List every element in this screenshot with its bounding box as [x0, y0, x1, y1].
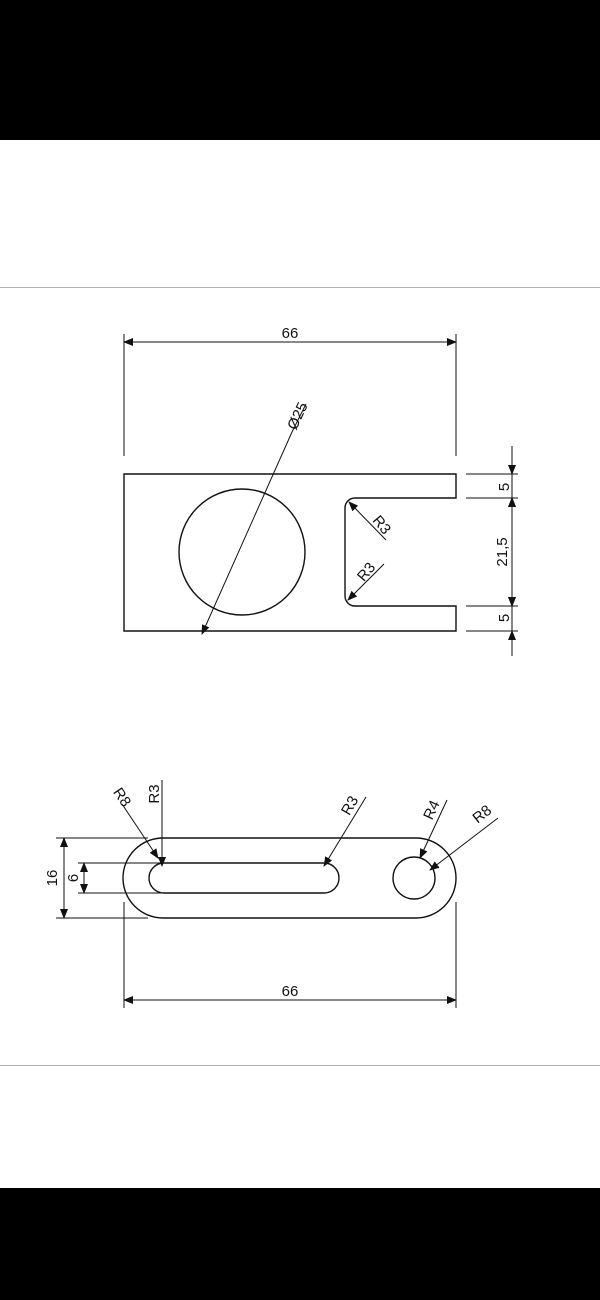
- slot-radius-bottom-label: R3: [354, 559, 379, 585]
- bottom-r3-left-label: R3: [146, 784, 163, 803]
- bottom-r8-right-leader: [429, 817, 499, 871]
- bottom-r8-left-label: R8: [109, 785, 134, 810]
- top-view-outline: [123, 473, 457, 632]
- bottom-r4-label: R4: [420, 798, 444, 823]
- bottom-slot-height-label: 6: [65, 874, 82, 882]
- diameter-leader-end: [291, 403, 307, 433]
- right-dim-top-label: 5: [496, 483, 513, 491]
- bottom-slot: [148, 862, 340, 894]
- bottom-r3-right-label: R3: [338, 793, 362, 818]
- diameter-leader: [201, 431, 293, 635]
- slot-radius-top-label: R3: [369, 512, 394, 538]
- slot-radius-bottom-leader: [347, 563, 385, 601]
- top-black-bar: [0, 0, 600, 140]
- top-width-label: 66: [282, 325, 299, 342]
- bottom-r3-right-leader: [323, 796, 367, 867]
- bottom-width-label: 66: [282, 983, 299, 1000]
- separator-bottom: [0, 1065, 600, 1066]
- bottom-view: 16 6 R8 R3 R3 R4 R8 66: [44, 780, 499, 1008]
- bottom-hole: [392, 856, 436, 900]
- bottom-height-label: 16: [44, 870, 61, 887]
- right-dim-bottom-label: 5: [496, 614, 513, 622]
- separator-top: [0, 287, 600, 288]
- bore-circle: [178, 488, 306, 616]
- top-view: 66 Ø25 R3 R3 5 21,5 5: [123, 325, 518, 656]
- right-dim-middle-label: 21,5: [494, 537, 511, 566]
- bottom-r4-leader: [419, 799, 448, 859]
- bottom-view-outline: [122, 837, 457, 919]
- slot-radius-top-leader: [348, 501, 387, 541]
- bottom-r8-left-leader: [121, 803, 159, 859]
- bottom-black-bar: [0, 1188, 600, 1300]
- diameter-label: Ø25: [284, 400, 311, 433]
